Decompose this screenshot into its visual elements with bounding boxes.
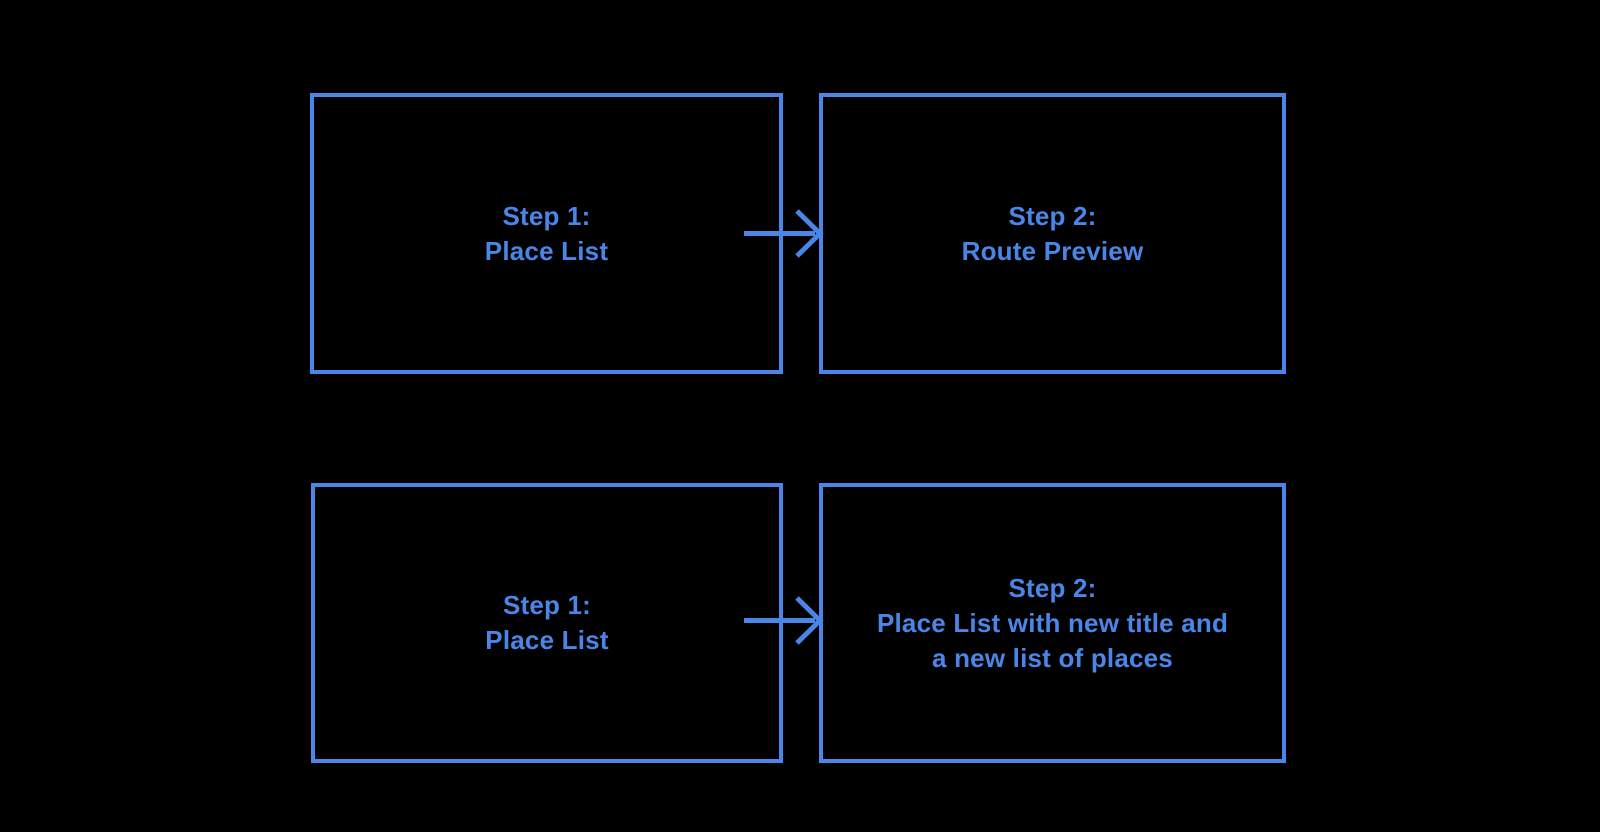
arrow-head xyxy=(795,596,824,645)
step-box-label-line: Place List with new title and xyxy=(876,607,1229,638)
step-box-label-line: Place List xyxy=(485,625,609,655)
step-box-label-line: Place List xyxy=(484,235,609,266)
box-row1-step2-route-preview: Step 2: Route Preview xyxy=(819,93,1286,374)
step-box-label-line: Step 2: xyxy=(1008,572,1097,603)
step-box-label: Step 2: Route Preview xyxy=(823,199,1282,269)
step-box-label: Step 2: Place List with new title and a … xyxy=(823,571,1282,676)
box-row1-step1-place-list: Step 1: Place List xyxy=(310,93,783,374)
box-row2-step1-place-list: Step 1: Place List xyxy=(311,483,783,763)
step-box-label-line: Step 1: xyxy=(502,200,591,231)
step-box-label-line: Step 2: xyxy=(1008,200,1097,231)
box-row2-step2-new-place-list: Step 2: Place List with new title and a … xyxy=(819,483,1286,763)
step-box-label: Step 1: Place List xyxy=(314,199,779,269)
step-box-label-line: a new list of places xyxy=(932,642,1173,673)
arrow-head xyxy=(795,209,824,258)
step-box-label-line: Step 1: xyxy=(502,590,592,620)
step-box-label: Step 1: Place List xyxy=(315,588,779,658)
step-box-label-line: Route Preview xyxy=(961,235,1144,266)
